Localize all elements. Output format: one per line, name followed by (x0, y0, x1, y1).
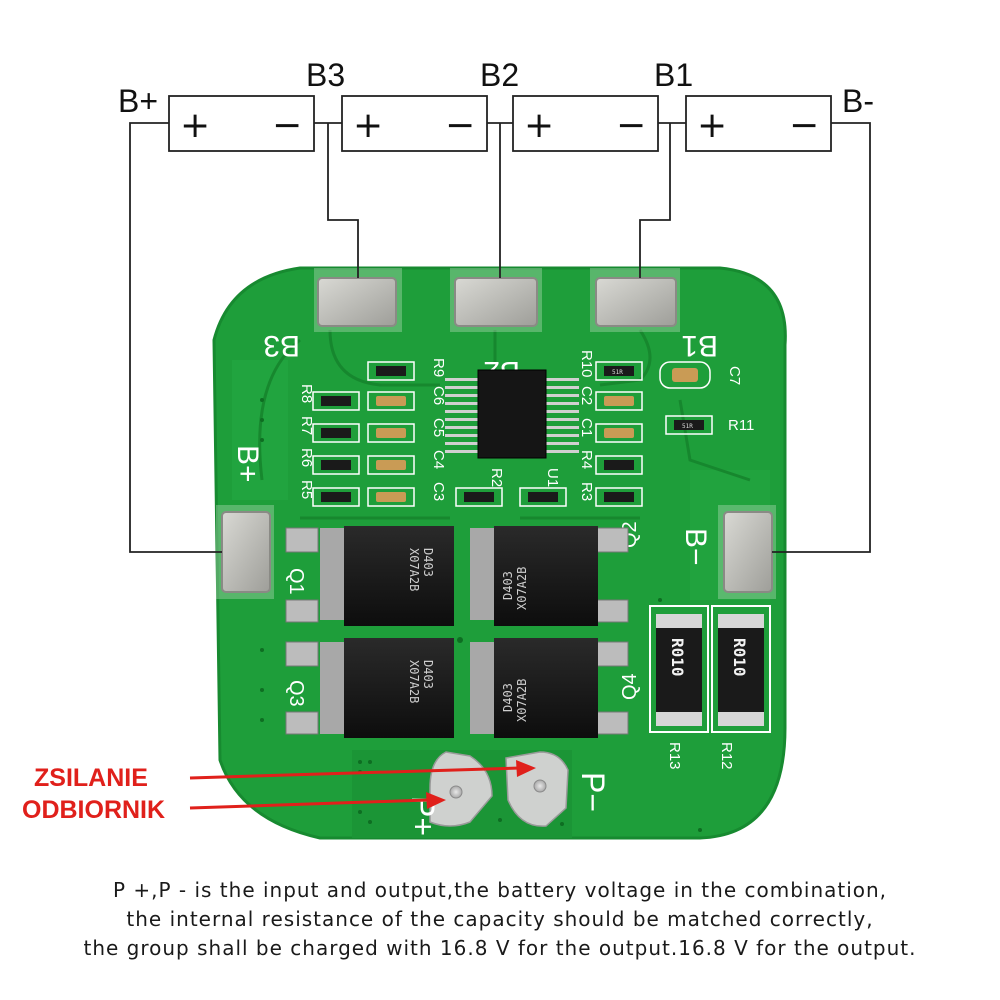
red-annotations: ZSILANIE ODBIORNIK (22, 760, 536, 824)
svg-text:R13: R13 (666, 742, 683, 770)
label-b1: B1 (654, 57, 693, 93)
svg-text:C1: C1 (578, 418, 595, 437)
svg-text:R2: R2 (488, 468, 505, 487)
svg-text:Q1: Q1 (285, 568, 307, 595)
caption-line-1: P +,P - is the input and output,the batt… (113, 878, 887, 902)
svg-text:R4: R4 (578, 450, 595, 469)
svg-text:+: + (524, 105, 554, 146)
svg-text:X07A2B: X07A2B (515, 567, 529, 610)
mosfet-q3: D403 X07A2B (285, 638, 454, 738)
svg-text:D403: D403 (501, 571, 515, 600)
pcb-board: B3 B2 B1 B+ B− (212, 266, 787, 840)
svg-text:51R: 51R (682, 423, 693, 430)
svg-text:R7: R7 (298, 416, 315, 435)
svg-text:X07A2B: X07A2B (407, 548, 421, 591)
svg-text:R12: R12 (718, 742, 735, 770)
wire-b-plus (129, 122, 222, 553)
svg-text:Q4: Q4 (619, 673, 641, 700)
svg-text:−: − (789, 105, 819, 146)
svg-text:C7: C7 (726, 366, 743, 385)
caption-line-2: the internal resistance of the capacity … (126, 907, 873, 931)
caption: P +,P - is the input and output,the batt… (83, 878, 916, 960)
svg-text:R5: R5 (298, 480, 315, 499)
mosfet-q4: D403 X07A2B (470, 638, 629, 738)
silk-b-minus: B− (679, 528, 712, 566)
svg-text:D403: D403 (421, 660, 435, 689)
label-b3: B3 (306, 57, 345, 93)
silk-b-plus: B+ (231, 445, 264, 483)
label-odbiornik: ODBIORNIK (22, 796, 165, 824)
svg-text:X07A2B: X07A2B (407, 660, 421, 703)
svg-text:D403: D403 (421, 548, 435, 577)
caption-line-3: the group shall be charged with 16.8 V f… (83, 936, 916, 960)
svg-text:−: − (272, 105, 302, 146)
svg-text:Q3: Q3 (285, 680, 307, 707)
svg-text:R6: R6 (298, 448, 315, 467)
svg-text:51R: 51R (612, 369, 623, 376)
svg-text:R010: R010 (730, 638, 749, 677)
svg-text:R9: R9 (430, 358, 447, 377)
label-b2: B2 (480, 57, 519, 93)
mosfet-q2: D403 X07A2B (470, 526, 629, 626)
svg-text:R10: R10 (578, 350, 595, 378)
svg-text:R11: R11 (728, 417, 754, 434)
svg-text:R8: R8 (298, 384, 315, 403)
svg-text:C2: C2 (578, 386, 595, 405)
svg-text:C4: C4 (430, 450, 447, 469)
label-b-minus: B- (842, 83, 874, 119)
cell-signs: + − + − + − + − (180, 105, 819, 146)
node-labels: B+ B3 B2 B1 B- (118, 57, 874, 119)
svg-text:C3: C3 (430, 482, 447, 501)
shunt-resistor-r13: R010 (649, 605, 709, 733)
pad-b-plus (216, 505, 274, 599)
pad-b3 (314, 268, 402, 332)
silk-b1: B1 (681, 329, 718, 362)
pad-b2 (450, 268, 542, 332)
svg-text:P−: P− (575, 772, 611, 812)
label-zsilanie: ZSILANIE (34, 764, 148, 792)
svg-text:−: − (445, 105, 475, 146)
shunt-resistor-r12: R010 (711, 605, 771, 733)
svg-text:+: + (697, 105, 727, 146)
svg-text:R010: R010 (668, 638, 687, 677)
label-b-plus: B+ (118, 83, 158, 119)
svg-text:U1: U1 (544, 468, 561, 487)
svg-text:C6: C6 (430, 386, 447, 405)
mosfet-q1: D403 X07A2B (285, 526, 454, 626)
svg-text:+: + (353, 105, 383, 146)
smd-right-column: 51R 51R (455, 361, 713, 507)
pad-b1 (590, 268, 680, 332)
pad-b-minus (718, 505, 776, 599)
smd-left-column (312, 361, 415, 507)
svg-text:−: − (616, 105, 646, 146)
designators: R9 R8 R7 R6 R5 C6 C5 C4 C3 R10 C2 C1 R4 … (285, 350, 754, 770)
svg-text:+: + (180, 105, 210, 146)
wire-b-minus (772, 122, 871, 553)
svg-text:C5: C5 (430, 418, 447, 437)
svg-text:X07A2B: X07A2B (515, 679, 529, 722)
silk-b3: B3 (263, 329, 300, 362)
svg-text:D403: D403 (501, 683, 515, 712)
svg-text:R3: R3 (578, 482, 595, 501)
wiring-diagram (129, 95, 871, 553)
controller-ic-u1 (445, 369, 579, 459)
